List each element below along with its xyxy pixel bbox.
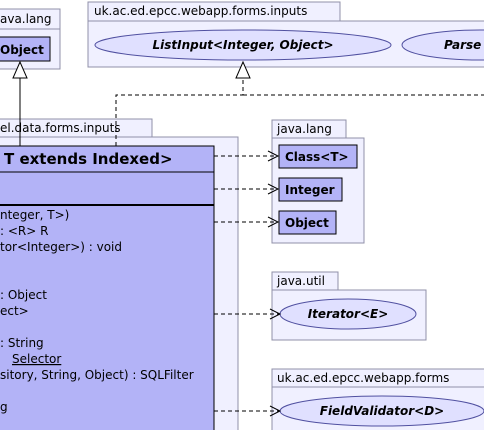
class-class-t-box[interactable] [278,144,358,169]
class-object-right-box[interactable] [278,210,337,235]
class-integer-name: Integer [285,183,335,197]
class-member: : Object [0,288,47,302]
package-webapp-forms-inputs: uk.ac.ed.epcc.webapp.forms.inputs ListIn… [87,1,484,68]
package-java-lang-top: ava.lang Object [0,8,61,70]
interface-list-input-ellipse[interactable] [94,29,392,61]
class-main-title: T extends Indexed> [4,150,173,168]
interface-list-input-name: ListInput<Integer, Object> [152,38,333,52]
class-member: ect> [0,304,29,318]
package-label: uk.ac.ed.epcc.webapp.forms.inputs [94,4,307,18]
dependency-to-integer [214,183,280,195]
interface-parse-ellipse[interactable] [401,29,484,61]
package-webapp-forms: uk.ac.ed.epcc.webapp.forms FieldValidato… [271,368,484,430]
class-class-t-name: Class<T> [285,150,349,164]
interface-field-validator-name: FieldValidator<D> [320,404,445,418]
class-member: sitory, String, Object) : SQLFilter [0,368,194,382]
realization-to-list-input [115,60,484,146]
class-member: nteger, T>) [0,208,69,222]
package-label: java.lang [276,122,332,136]
class-object-box[interactable] [0,36,51,62]
package-label: ava.lang [0,12,52,26]
package-label: uk.ac.ed.epcc.webapp.forms [277,371,449,385]
class-main-members: nteger, T>) : <R> R tor<Integer>) : void : … [0,208,194,414]
class-member: Selector [12,352,61,366]
package-label: java.util [276,274,325,288]
package-java-util: java.util Iterator<E> [271,271,427,341]
interface-iterator-name: Iterator<E> [308,307,389,321]
class-member: : String [0,336,44,350]
class-member: tor<Integer>) : void [0,240,122,254]
dependency-to-field-validator [214,405,282,417]
class-member: g [0,400,8,414]
package-java-lang-right: java.lang Class<T> Integer Object [271,119,365,244]
class-integer-box[interactable] [278,177,343,202]
dependency-to-iterator [214,308,282,320]
dependency-to-object [214,216,280,228]
class-object-right-name: Object [285,216,329,230]
class-main[interactable]: T extends Indexed> nteger, T>) : <R> R tor… [0,145,215,430]
dependency-to-class-t [214,150,280,162]
generalization-to-object [12,60,28,146]
class-object-name: Object [0,43,44,57]
class-member: : <R> R [0,224,48,238]
package-label: el.data.forms.inputs [0,121,121,135]
class-main-box[interactable] [0,145,215,430]
interface-parse-name: Parse [444,38,481,52]
